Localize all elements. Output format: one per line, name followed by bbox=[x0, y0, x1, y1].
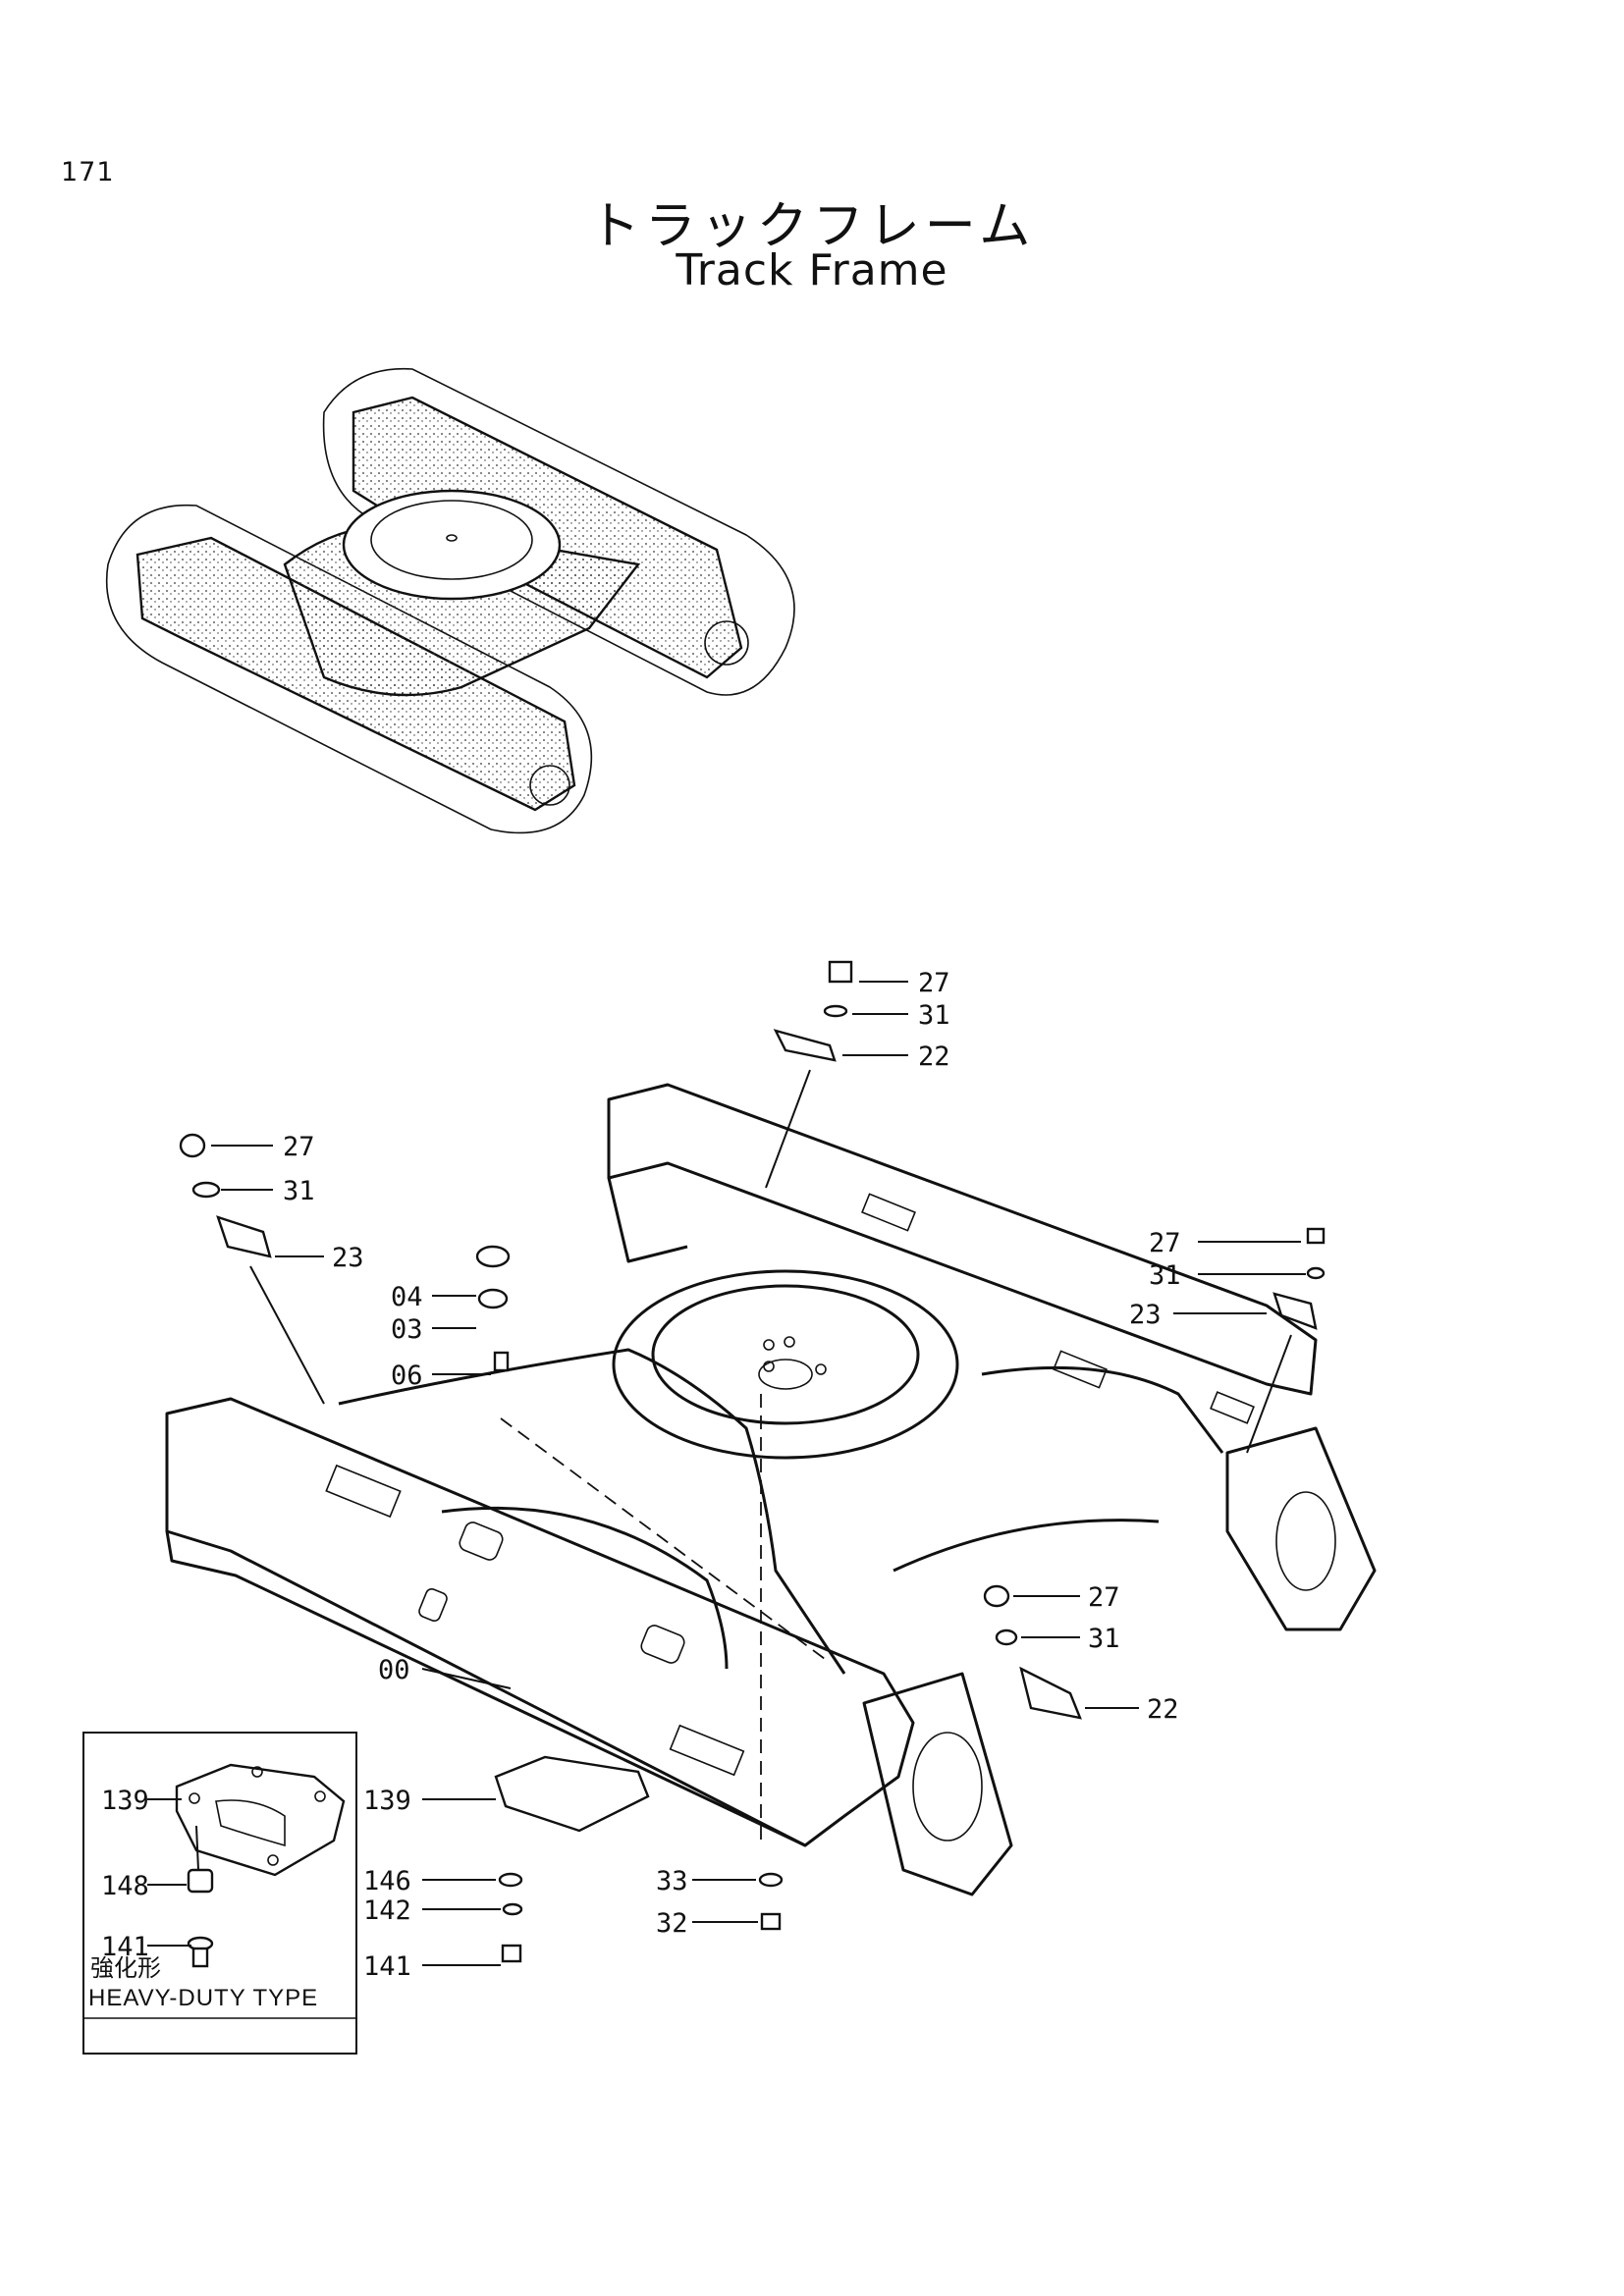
overview-illustration bbox=[105, 367, 795, 834]
callout-labels: 27 31 22 27 31 23 04 03 06 27 31 23 27 3… bbox=[283, 968, 1181, 1982]
callout-00: 00 bbox=[378, 1655, 410, 1685]
shoe-guide bbox=[773, 1029, 837, 1062]
inset-callout-148: 148 bbox=[101, 1871, 149, 1901]
callout-22: 22 bbox=[918, 1041, 950, 1072]
callout-23: 23 bbox=[1129, 1300, 1162, 1330]
inset-callout-141: 141 bbox=[101, 1932, 149, 1962]
callout-31: 31 bbox=[1149, 1260, 1181, 1291]
callout-06: 06 bbox=[391, 1361, 423, 1391]
callout-32: 32 bbox=[656, 1908, 688, 1939]
page-title-english: Track Frame bbox=[676, 245, 948, 295]
inset-label-japanese: 強化形 bbox=[90, 1954, 161, 1982]
callout-31: 31 bbox=[283, 1176, 315, 1206]
callout-27: 27 bbox=[1088, 1582, 1120, 1613]
callout-27: 27 bbox=[1149, 1228, 1181, 1258]
page-title-japanese: トラックフレーム bbox=[588, 197, 1036, 256]
heavy-duty-inset: 139 148 141 bbox=[82, 1732, 357, 2055]
inset-label-english: HEAVY-DUTY TYPE bbox=[88, 1985, 319, 2011]
bolt-head bbox=[828, 960, 853, 984]
page-number: 171 bbox=[61, 157, 115, 187]
callout-139: 139 bbox=[363, 1786, 411, 1816]
main-track-frame bbox=[165, 1083, 1377, 1896]
callout-31: 31 bbox=[1088, 1624, 1120, 1654]
leader-lines bbox=[211, 981, 1306, 1966]
washer bbox=[823, 1004, 848, 1018]
callout-146: 146 bbox=[363, 1866, 411, 1896]
callout-33: 33 bbox=[656, 1866, 688, 1896]
callout-23: 23 bbox=[332, 1243, 364, 1273]
callout-03: 03 bbox=[391, 1314, 423, 1345]
callout-27: 27 bbox=[283, 1132, 315, 1162]
hardware-parts bbox=[179, 960, 1326, 1963]
callout-22: 22 bbox=[1147, 1694, 1179, 1725]
callout-31: 31 bbox=[918, 1000, 950, 1031]
callout-04: 04 bbox=[391, 1282, 423, 1312]
callout-27: 27 bbox=[918, 968, 950, 998]
callout-142: 142 bbox=[363, 1896, 411, 1926]
inset-callout-139: 139 bbox=[101, 1786, 149, 1816]
callout-141: 141 bbox=[363, 1951, 411, 1982]
